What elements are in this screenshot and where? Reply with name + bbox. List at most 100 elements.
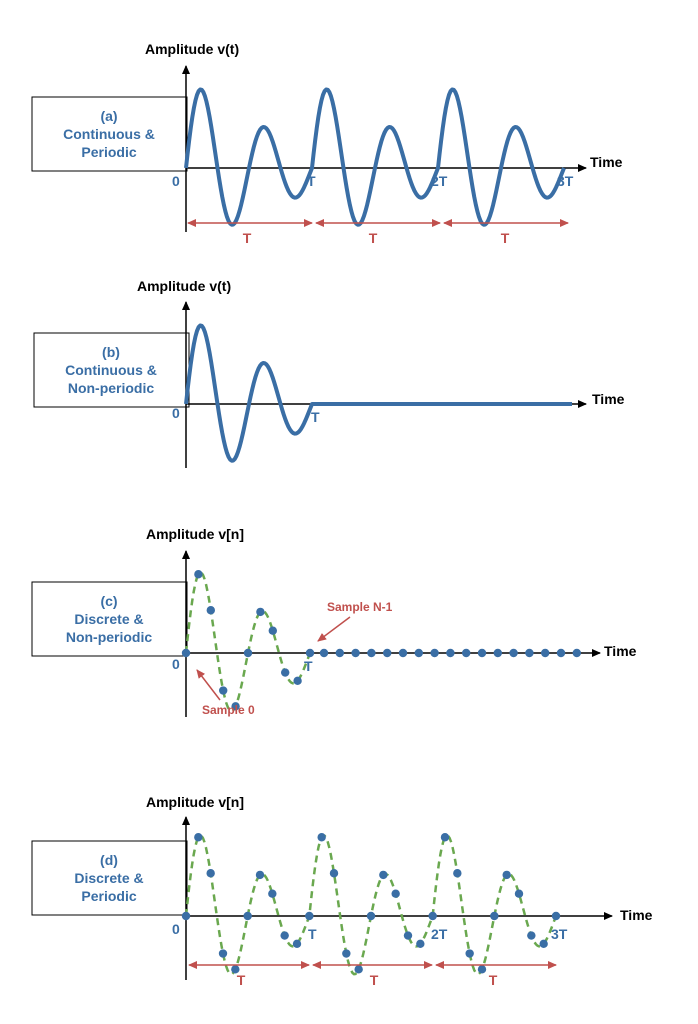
sample-dot: [477, 648, 487, 658]
panel-c-label-line-3: Non-periodic: [66, 629, 153, 645]
sample-dot: [551, 911, 561, 921]
sample-dot: [317, 833, 326, 842]
sample-dot: [379, 870, 388, 880]
panel-d: (d) Discrete & Periodic Amplitude v[n] T…: [31, 794, 653, 988]
panel-c-x-axis-title: Time: [604, 643, 637, 659]
sample-dot: [194, 833, 203, 842]
sample-dot: [194, 570, 203, 579]
panel-a-label-box: [31, 96, 188, 172]
panel-a-label-line-2: Continuous &: [63, 126, 155, 142]
panel-d-tick-0: 0: [172, 921, 180, 937]
sample-dot: [218, 949, 228, 958]
panel-a-tick-3T: 3T: [557, 173, 574, 189]
panel-b-label-line-1: (b): [102, 344, 120, 360]
panel-b-tick-T: T: [311, 409, 320, 425]
sample-dot: [462, 648, 471, 658]
panel-c-label-box: [31, 581, 188, 657]
sample-dot: [268, 889, 277, 898]
sample-dot: [391, 889, 400, 898]
sample-dot: [206, 606, 215, 615]
sample-dot: [541, 648, 550, 658]
sample-dot: [243, 911, 252, 921]
panel-b: (b) Continuous & Non-periodic Amplitude …: [33, 278, 625, 468]
sample-dot: [383, 648, 392, 658]
panel-c-annotation-sample-0: Sample 0: [202, 703, 255, 717]
panel-a-tick-T: T: [307, 173, 316, 189]
panel-d-dashed-envelope: [184, 834, 558, 976]
panel-a-x-axis-title: Time: [590, 154, 623, 170]
sample-dot: [556, 648, 566, 658]
panel-a-waveform: [184, 87, 566, 227]
sample-dot: [414, 648, 423, 658]
sample-dot: [493, 648, 502, 658]
sample-dot: [446, 648, 455, 658]
panel-b-waveform: [184, 323, 572, 463]
panel-d-label-box: [31, 840, 188, 916]
sample-dot: [430, 648, 439, 658]
sample-dot: [305, 911, 314, 921]
sample-dot: [319, 648, 329, 658]
panel-b-label-line-3: Non-periodic: [68, 380, 155, 396]
panel-a-period-label-1: T: [243, 230, 252, 246]
panel-c-label-line-1: (c): [100, 593, 117, 609]
sample-dot: [292, 939, 302, 949]
sample-dot: [509, 648, 518, 658]
panel-b-label-box: [33, 332, 190, 408]
panel-c-tick-0: 0: [172, 656, 180, 672]
panel-b-x-axis-title: Time: [592, 391, 625, 407]
sample-dot: [465, 949, 474, 958]
panel-c-dashed-envelope: [184, 571, 312, 713]
sample-dot: [477, 965, 487, 974]
panel-b-label-line-2: Continuous &: [65, 362, 157, 378]
sample-dot: [243, 648, 253, 658]
panel-d-period-label-1: T: [237, 972, 246, 988]
sample-dot: [527, 931, 536, 940]
sample-dot: [525, 648, 534, 658]
sample-dot: [280, 931, 289, 940]
panel-d-period-label-2: T: [370, 972, 379, 988]
panel-d-tick-2T: 2T: [431, 926, 448, 942]
panel-a-tick-2T: 2T: [431, 173, 448, 189]
panel-a-y-axis-title: Amplitude v(t): [145, 41, 239, 57]
sample-dot: [256, 607, 265, 617]
panel-d-tick-T: T: [308, 926, 317, 942]
sample-dot: [572, 648, 581, 658]
sample-dot: [293, 676, 302, 686]
panel-c-annotation-arrow-n-1: [317, 616, 351, 642]
sample-dot: [416, 939, 425, 949]
sample-dot: [453, 869, 462, 878]
panel-c-label-line-2: Discrete &: [74, 611, 143, 627]
sample-dot: [231, 702, 240, 711]
panel-c-samples: [181, 570, 581, 711]
sample-dot: [539, 939, 548, 949]
sample-dot: [354, 965, 363, 974]
panel-d-label-line-1: (d): [100, 852, 118, 868]
panel-c-annotation-arrow-0: [196, 669, 221, 701]
sample-dot: [268, 626, 277, 635]
sample-dot: [206, 869, 215, 878]
sample-dot: [514, 889, 524, 898]
panel-a-period-label-2: T: [369, 230, 378, 246]
panel-c: (c) Discrete & Non-periodic Amplitude v[…: [31, 526, 637, 717]
panel-d-label-line-3: Periodic: [81, 888, 136, 904]
panel-d-label-line-2: Discrete &: [74, 870, 143, 886]
sample-dot: [342, 949, 351, 958]
panel-c-annotation-sample-n-1: Sample N-1: [327, 600, 393, 614]
panel-d-y-axis-title: Amplitude v[n]: [146, 794, 244, 810]
panel-d-period-label-3: T: [489, 972, 498, 988]
sample-dot: [181, 911, 191, 921]
panel-b-y-axis-title: Amplitude v(t): [137, 278, 231, 294]
panel-d-tick-3T: 3T: [551, 926, 568, 942]
panel-d-x-axis-title: Time: [620, 907, 653, 923]
sample-dot: [351, 648, 360, 658]
sample-dot: [255, 870, 265, 880]
panel-b-tick-0: 0: [172, 405, 180, 421]
panel-a-label-line-1: (a): [100, 108, 117, 124]
sample-dot: [219, 686, 228, 695]
sample-dot: [490, 911, 499, 921]
panel-a-period-label-3: T: [501, 230, 510, 246]
panel-c-tick-T: T: [304, 658, 313, 674]
sample-dot: [403, 931, 413, 940]
sample-dot: [366, 911, 376, 921]
